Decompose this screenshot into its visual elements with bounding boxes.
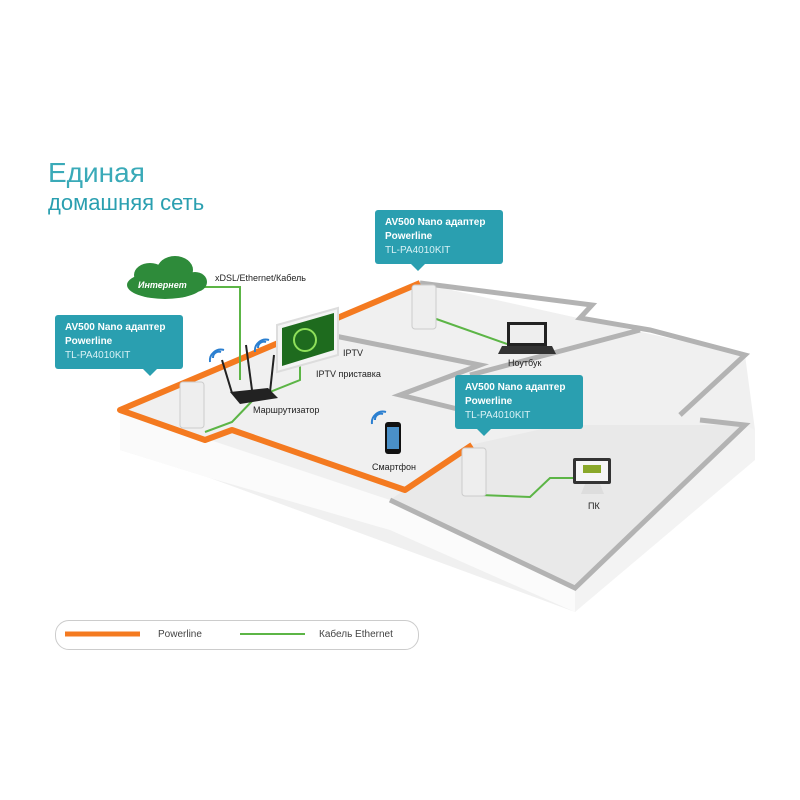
iptv-box-label: IPTV приставка (316, 369, 381, 379)
legend: Powerline Кабель Ethernet (55, 620, 419, 650)
callout-name: AV500 Nano адаптер (65, 322, 166, 333)
callout-sub: Powerline (465, 396, 513, 407)
building-side-left (120, 410, 210, 478)
callout-sub: Powerline (385, 231, 433, 242)
pc-icon (573, 458, 611, 494)
iptv-icon (276, 306, 339, 374)
smartphone-label: Смартфон (372, 462, 417, 472)
wan-label: xDSL/Ethernet/Кабель (215, 273, 306, 283)
internet-label: Интернет (138, 280, 187, 290)
router-label: Маршрутизатор (253, 405, 320, 415)
callout-model: TL-PA4010KIT (385, 245, 451, 256)
title-line-2: домашняя сеть (48, 190, 205, 215)
powerline-adapter-icon (411, 284, 437, 330)
internet-cloud-icon (127, 256, 207, 299)
adapter-callout: AV500 Nano адаптер Powerline TL-PA4010KI… (455, 375, 583, 436)
title-line-1: Единая (48, 157, 145, 188)
callout-model: TL-PA4010KIT (465, 410, 531, 421)
callout-name: AV500 Nano адаптер (385, 217, 486, 228)
powerline-cable (117, 280, 474, 493)
adapter-callout: AV500 Nano адаптер Powerline TL-PA4010KI… (375, 210, 503, 271)
building-side-front (210, 440, 575, 612)
router-icon (221, 344, 278, 404)
iptv-label: IPTV (343, 348, 364, 358)
laptop-icon (498, 322, 556, 354)
legend-ethernet-label: Кабель Ethernet (319, 629, 393, 640)
laptop-label: Ноутбук (508, 358, 542, 368)
legend-powerline-label: Powerline (158, 629, 202, 640)
powerline-adapter-icon (179, 381, 205, 429)
callout-model: TL-PA4010KIT (65, 350, 131, 361)
wifi-icon (208, 338, 387, 425)
smartphone-icon (385, 422, 401, 454)
adapter-callout: AV500 Nano адаптер Powerline TL-PA4010KI… (55, 315, 183, 376)
callout-sub: Powerline (65, 336, 113, 347)
building-side-right (575, 425, 755, 612)
powerline-adapter-icon (461, 447, 487, 497)
pc-label: ПК (588, 501, 600, 511)
callout-name: AV500 Nano адаптер (465, 382, 566, 393)
